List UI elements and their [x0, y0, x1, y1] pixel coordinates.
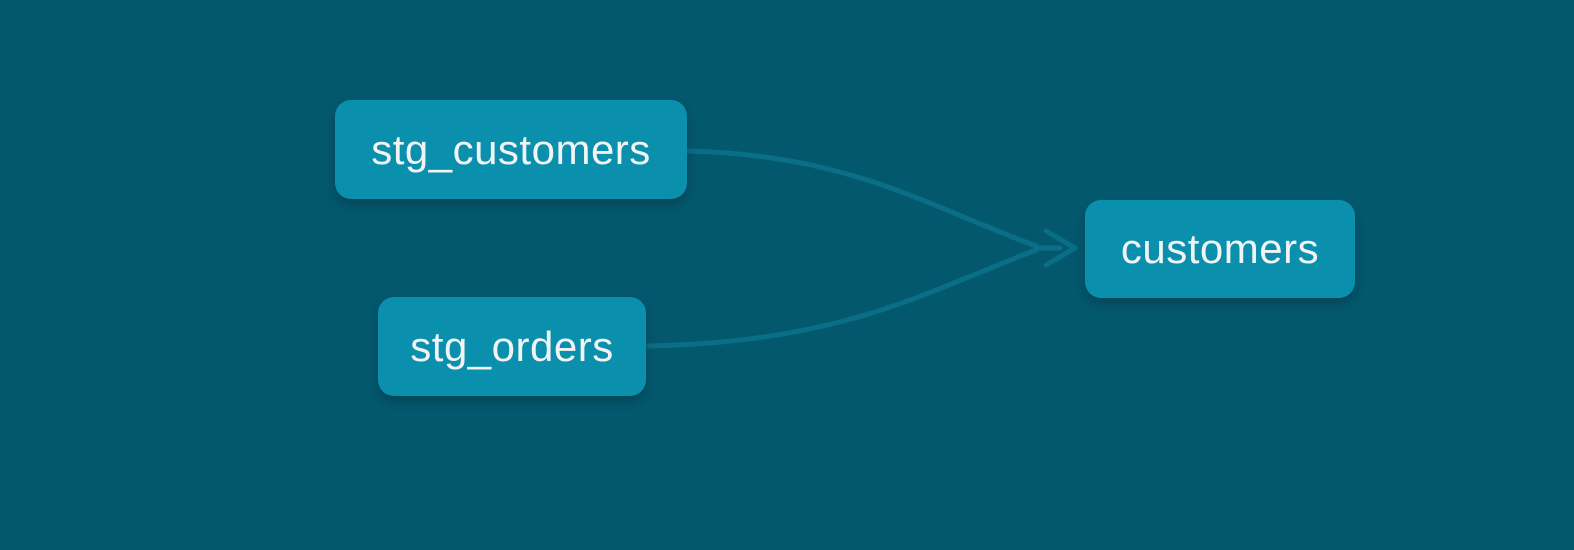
arrowhead-icon [1043, 228, 1078, 268]
node-stg-orders[interactable]: stg_orders [378, 297, 646, 396]
node-customers[interactable]: customers [1085, 200, 1355, 298]
edge-stg-orders-to-customers [645, 247, 1039, 349]
node-customers-label: customers [1120, 225, 1320, 272]
node-stg-orders-label: stg_orders [410, 322, 614, 370]
node-stg-customers-label: stg_customers [371, 125, 651, 173]
node-stg-customers[interactable]: stg_customers [335, 100, 687, 199]
edge-stg-customers-to-customers [685, 148, 1039, 249]
